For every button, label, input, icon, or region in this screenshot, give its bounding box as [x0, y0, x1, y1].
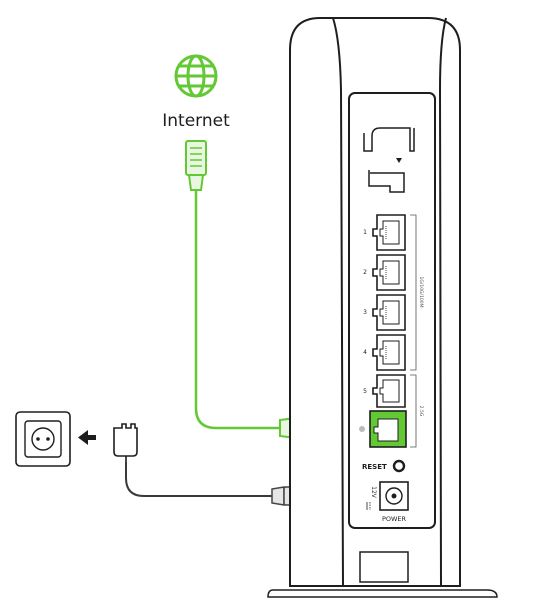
wan-group-bracket	[410, 374, 417, 448]
lan-port-5	[372, 374, 406, 408]
wan-group-label: 2.5G	[418, 406, 424, 417]
lan-port-2	[372, 254, 406, 291]
router-body	[289, 17, 461, 587]
reset-button	[392, 459, 406, 473]
lan-port-3	[372, 294, 406, 331]
power-port	[379, 481, 409, 511]
ethernet-plug-top	[185, 140, 207, 191]
power-label: POWER	[382, 515, 407, 523]
power-cable	[125, 462, 274, 497]
reset-label: RESET	[362, 463, 387, 471]
lan-port-1	[372, 214, 406, 251]
internet-cable	[194, 190, 282, 430]
lan-port-4	[372, 334, 406, 371]
port-number-5: 5	[363, 388, 367, 395]
port-number-4: 4	[363, 349, 367, 356]
port-number-2: 2	[363, 269, 367, 276]
globe-icon	[174, 54, 218, 98]
power-adapter-icon	[113, 423, 138, 462]
internet-label: Internet	[162, 111, 230, 131]
lan-group-bracket	[410, 214, 417, 371]
port-number-3: 3	[363, 309, 367, 316]
lan-group-label: 1G/10G/100M	[418, 276, 424, 307]
wan-led	[359, 426, 365, 432]
voltage-label: 12V	[370, 486, 377, 499]
wan-port	[369, 410, 407, 448]
dc-symbol	[366, 502, 371, 510]
arrow-left-icon	[78, 430, 96, 445]
port-number-1: 1	[363, 229, 367, 236]
router-stand	[267, 551, 498, 598]
power-outlet-icon	[15, 411, 71, 467]
router-top-slot	[363, 127, 415, 193]
